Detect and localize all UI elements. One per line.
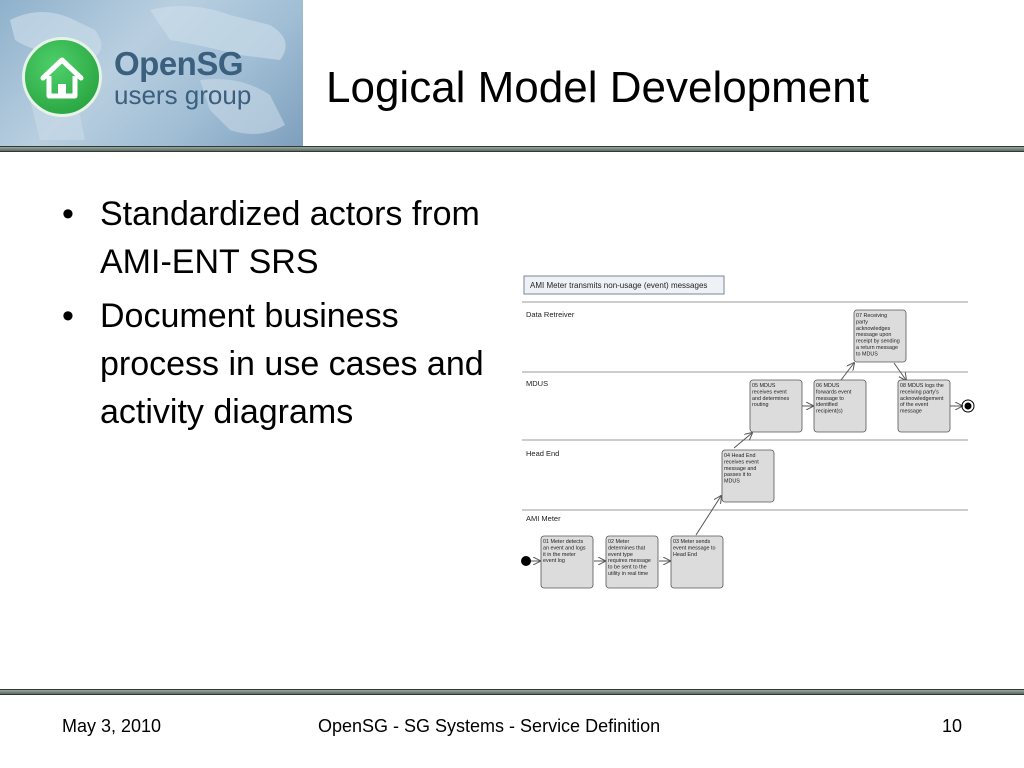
action-node-label: receives event: [752, 389, 787, 395]
action-node-label: MDUS: [724, 479, 740, 485]
logo-subtitle: users group: [114, 80, 252, 110]
action-node-box: [853, 309, 907, 363]
footer-title: OpenSG - SG Systems - Service Definition: [318, 716, 661, 736]
start-node-icon: [521, 556, 531, 566]
action-node-label: an event and logs: [543, 545, 586, 551]
action-node-label: routing: [752, 402, 768, 408]
diagram-title: AMI Meter transmits non-usage (event) me…: [530, 281, 707, 290]
footer-date: May 3, 2010: [62, 716, 162, 736]
action-node-label: recipient(s): [816, 409, 843, 415]
action-node-label: receipt by sending: [856, 339, 900, 345]
page-number: 10: [942, 716, 963, 736]
action-node-label: message to: [816, 396, 844, 402]
bullet-icon: •: [62, 195, 74, 233]
bullet-icon: •: [62, 297, 74, 335]
action-node-label: 01 Meter detects: [543, 539, 583, 545]
logo-panel: OpenSG users group: [0, 0, 303, 146]
flow-arrow: [695, 496, 721, 536]
bullet-list: • Standardized actors from AMI-ENT SRS • D…: [62, 190, 492, 442]
flow-arrow: [733, 433, 752, 449]
action-node-label: party: [856, 319, 868, 325]
action-node-label: it in the meter: [543, 552, 576, 558]
action-node-label: utility in real time: [608, 571, 648, 577]
action-node-label: determines that: [608, 545, 646, 551]
lane-label: AMI Meter: [526, 514, 561, 523]
action-node-label: message: [900, 409, 922, 415]
action-node-label: and determines: [752, 396, 789, 402]
house-logo-icon: [22, 37, 102, 117]
action-node-label: 05 MDUS: [752, 383, 776, 389]
action-node-label: acknowledgement: [900, 396, 944, 402]
bullet-item: • Standardized actors from AMI-ENT SRS: [62, 190, 492, 286]
action-node-box: [897, 379, 951, 433]
action-node-label: requires message: [608, 558, 651, 564]
slide-title: Logical Model Development: [326, 63, 869, 112]
action-node-label: event type: [608, 552, 633, 558]
action-node-label: message upon: [856, 332, 891, 338]
lane-label: Head End: [526, 449, 559, 458]
action-node-label: to be sent to the: [608, 565, 647, 571]
activity-diagram: AMI Meter transmits non-usage (event) me…: [521, 275, 975, 589]
action-node-box: [605, 535, 659, 589]
bullet-item: • Document business process in use cases …: [62, 292, 492, 436]
action-node-label: 03 Meter sends: [673, 539, 710, 545]
action-node-label: a return message: [856, 345, 898, 351]
action-node-label: acknowledges: [856, 326, 890, 332]
action-node-label: 08 MDUS logs the: [900, 383, 944, 389]
action-node-label: 02 Meter: [608, 539, 629, 545]
flow-arrow: [893, 362, 906, 380]
action-node-box: [749, 379, 803, 433]
action-node-label: identified: [816, 402, 838, 408]
action-node-box: [670, 535, 724, 589]
action-node-box: [813, 379, 867, 433]
action-node-label: event message to: [673, 545, 716, 551]
diagram-title-box: [523, 275, 725, 295]
action-node-label: receives event: [724, 459, 759, 465]
flow-arrow: [840, 363, 854, 381]
action-node-box: [721, 449, 775, 503]
action-node-label: 06 MDUS: [816, 383, 840, 389]
action-node-box: [540, 535, 594, 589]
bullet-text: Document business process in use cases a…: [100, 297, 484, 431]
footer-divider: [0, 689, 1024, 695]
logo-wordmark: OpenSG: [114, 45, 244, 82]
action-node-label: passes it to: [724, 472, 751, 478]
lane-label: Data Retreiver: [526, 310, 575, 319]
bullet-text: Standardized actors from AMI-ENT SRS: [100, 195, 480, 281]
action-node-label: receiving party's: [900, 389, 939, 395]
action-node-label: of the event: [900, 402, 929, 408]
action-node-label: to MDUS: [856, 351, 878, 357]
action-node-label: forwards event: [816, 389, 852, 395]
action-node-label: event log: [543, 558, 565, 564]
action-node-label: 04 Head End: [724, 453, 755, 459]
lane-label: MDUS: [526, 379, 548, 388]
end-node-icon: [961, 399, 975, 413]
header-divider: [0, 146, 1024, 152]
action-node-label: message and: [724, 466, 756, 472]
action-node-label: Head End: [673, 552, 697, 558]
end-node-dot: [964, 402, 972, 410]
action-node-label: 07 Receiving: [856, 313, 887, 319]
